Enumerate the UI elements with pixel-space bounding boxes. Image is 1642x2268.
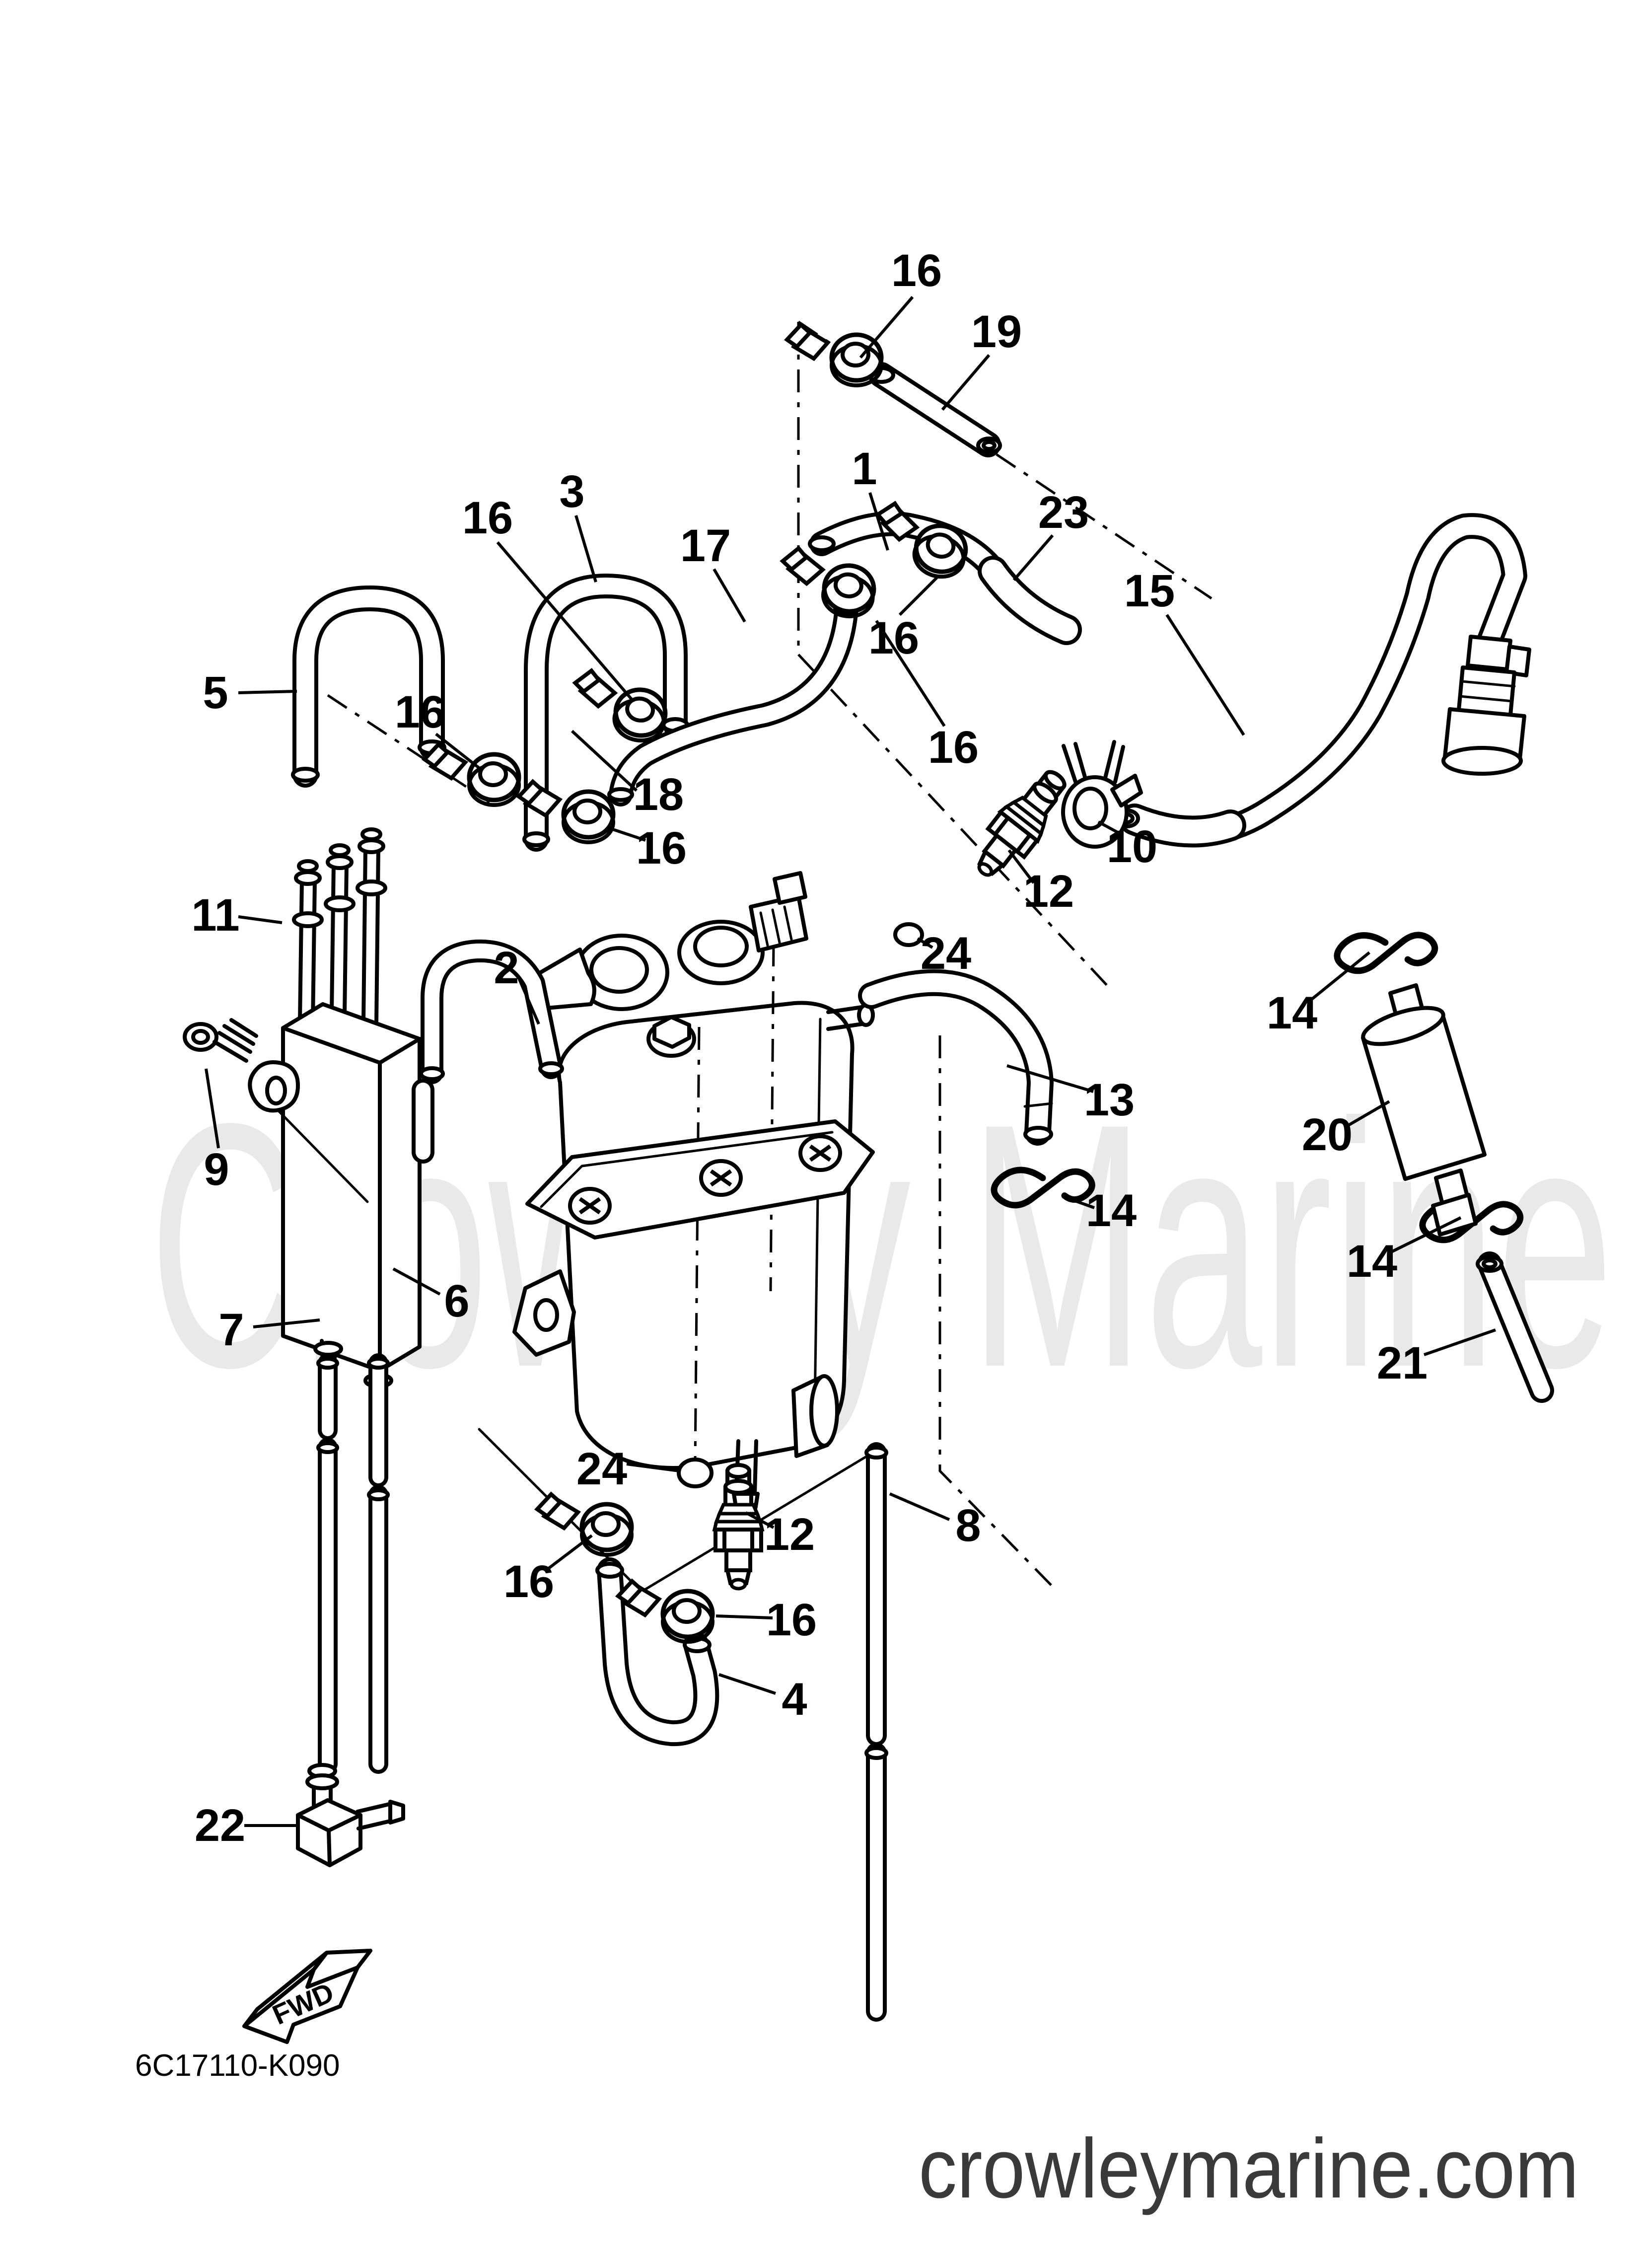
leader-line-8 [889,1492,950,1521]
callout-2: 2 [494,943,519,993]
leader-line-20 [1346,1100,1390,1128]
leader-line-9 [205,1068,220,1149]
fwd-arrow: FWD [242,1949,372,2044]
callout-14: 14 [1267,988,1317,1038]
callout-24: 24 [576,1444,627,1494]
leader-line-12 [1007,849,1035,884]
leader-line-16 [715,1614,773,1619]
sleeve-23 [808,535,1067,630]
callout-1: 1 [852,443,877,494]
elbow-fitting-22 [296,1763,405,1867]
quick-connector-15 [1441,635,1531,776]
leader-line-17 [713,568,746,623]
tube-7 [316,1359,339,1764]
leader-line-16 [435,732,484,772]
hose-2 [421,951,564,1152]
callout-16: 16 [636,823,687,874]
leader-line-14 [1311,951,1370,1001]
hose-13 [871,983,1052,1141]
callout-22: 22 [195,1800,245,1851]
leader-line-1 [868,492,889,551]
callout-23: 23 [1038,487,1089,538]
callout-9: 9 [204,1144,229,1195]
callout-11: 11 [191,890,239,941]
leader-line-21 [1424,1328,1496,1356]
callout-24: 24 [921,928,971,979]
callout-21: 21 [1377,1338,1428,1389]
leader-line-7 [253,1318,320,1328]
banjo-fitting-16-g [618,1581,713,1642]
hose-15 [1135,526,1514,833]
leader-line-19 [941,354,991,411]
o-ring-24-lower [677,1458,714,1488]
callout-16: 16 [395,687,445,737]
callout-12: 12 [1023,866,1074,917]
banjo-fitting-16-b [425,744,519,805]
callout-16: 16 [766,1595,817,1645]
leader-line-16 [859,296,914,359]
banjo-fitting-16-d [777,546,878,619]
mount-screw [183,1018,369,1203]
callout-20: 20 [1302,1109,1353,1160]
callout-16: 16 [503,1556,554,1607]
tube-6 [367,1359,390,1764]
leader-line-18 [571,730,638,792]
tube-21 [1476,1257,1542,1390]
leader-line-13 [1006,1064,1094,1093]
callout-8: 8 [955,1500,981,1551]
callout-16: 16 [868,613,919,663]
callout-3: 3 [559,466,584,517]
leader-line-16 [875,620,946,727]
callout-10: 10 [1107,821,1157,872]
callout-16: 16 [891,245,942,296]
banjo-fitting-16-a [567,668,670,744]
callout-17: 17 [680,520,731,571]
banjo-fitting-16-top [787,325,881,385]
callout-16: 16 [928,722,979,773]
leader-line-15 [1165,614,1245,736]
site-url: crowleymarine.com [919,2122,1579,2216]
leader-line-24 [626,1463,680,1472]
tube-8 [864,1448,888,2011]
hose-4 [595,1564,710,1733]
leader-line-14 [1389,1216,1462,1254]
leader-line-23 [1012,534,1054,581]
banjo-fitting-16-c [867,500,973,582]
leader-line-4 [718,1673,776,1695]
callout-14: 14 [1086,1185,1137,1236]
joint-tube-19 [867,368,1002,452]
callout-14: 14 [1347,1236,1397,1287]
leader-line-3 [574,515,597,583]
callout-12: 12 [764,1509,815,1560]
leader-line-11 [238,915,283,924]
callout-6: 6 [444,1276,469,1326]
leader-line-24 [917,937,933,949]
callout-13: 13 [1084,1075,1135,1125]
callout-19: 19 [971,306,1022,357]
callout-16: 16 [462,493,513,543]
fuel-cooler [281,827,422,1392]
leader-line-14 [1066,1196,1095,1209]
leader-line-16 [898,575,940,616]
fuel-pump-assembly [512,871,875,1527]
leader-line-12 [745,1511,775,1529]
banjo-fitting-16-f [537,1494,632,1555]
leader-line-2 [518,978,540,1025]
callout-18: 18 [633,769,684,820]
leader-line-16 [496,541,633,700]
callout-7: 7 [218,1305,244,1355]
tube-collars [292,827,387,928]
callout-5: 5 [203,667,228,718]
leader-line-5 [238,690,297,694]
leader-line-16 [548,1534,593,1570]
o-ring-24-upper [893,922,924,947]
callout-4: 4 [782,1674,807,1725]
leader-line-10 [1097,820,1124,837]
leader-line-6 [392,1267,441,1296]
callout-15: 15 [1124,566,1175,616]
drawing-code: 6C17110-K090 [135,2049,340,2083]
leader-line-16 [609,827,646,842]
